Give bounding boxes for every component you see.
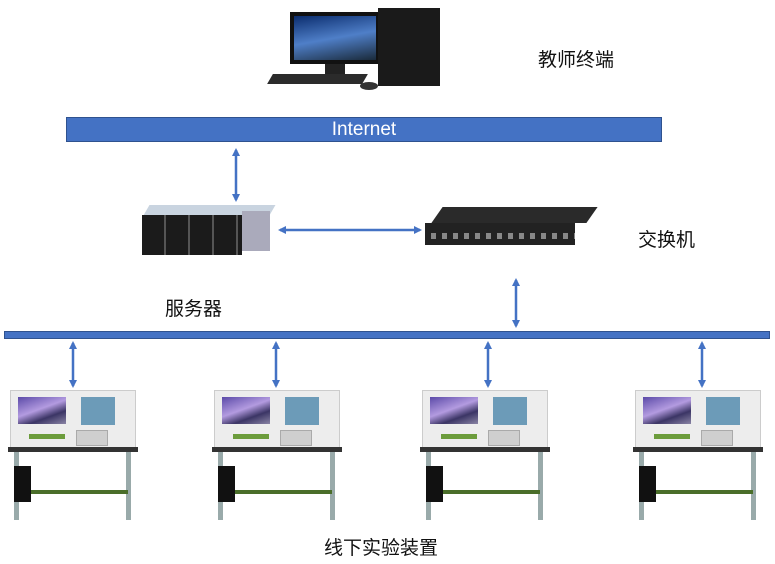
lab-station-4 xyxy=(633,390,763,520)
server-label: 服务器 xyxy=(165,298,223,320)
lan-bar xyxy=(4,331,770,339)
lab-station-2 xyxy=(212,390,342,520)
server-icon xyxy=(140,205,276,255)
lab-station-1 xyxy=(8,390,138,520)
lab-devices-label: 线下实验装置 xyxy=(324,537,439,559)
switch-icon xyxy=(425,207,598,262)
internet-bar: Internet xyxy=(66,117,662,142)
lab-station-3 xyxy=(420,390,550,520)
switch-label: 交换机 xyxy=(638,229,696,251)
teacher-terminal-label: 教师终端 xyxy=(538,49,615,71)
teacher-computer-icon xyxy=(267,8,445,90)
